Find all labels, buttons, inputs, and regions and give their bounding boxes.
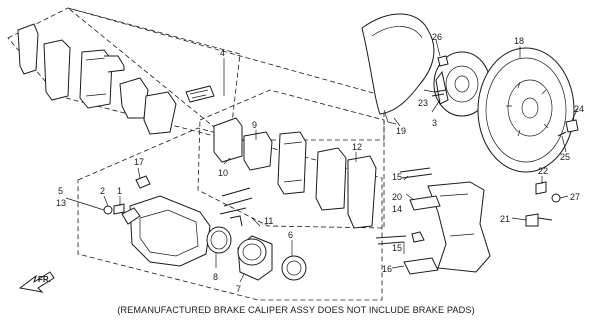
callout-25: 25 [560,152,570,162]
hub-bolts [431,55,449,97]
callout-19: 19 [396,126,406,136]
callout-10: 10 [218,168,228,178]
callout-24: 24 [574,104,584,114]
bleeder-screws [103,175,151,215]
group-box-inner-pads [197,89,385,229]
callout-2: 2 [100,186,105,196]
callout-15a: 15 [392,172,402,182]
callout-4: 4 [220,48,225,58]
callout-14: 14 [392,204,402,214]
brake-disc-18 [477,47,575,173]
callout-15b: 15 [392,243,402,253]
caliper-bracket-14 [427,181,491,273]
piston-7 [237,235,273,281]
front-direction-arrow [18,271,55,293]
brake-pad-set-middle [213,117,377,229]
callout-22: 22 [538,166,548,176]
callout-13: 13 [56,198,66,208]
callout-17: 17 [134,157,144,167]
group-box-caliper-5-13 [77,127,383,301]
front-direction-label: FR. [38,275,51,284]
callout-27: 27 [570,192,580,202]
callout-11: 11 [264,216,273,226]
callout-9: 9 [252,120,257,130]
splash-shield-19 [361,13,435,125]
callout-23: 23 [418,98,428,108]
callout-1: 1 [117,186,122,196]
slide-pins [375,167,433,245]
disc-screw-24-25 [557,119,579,137]
callout-21: 21 [500,214,510,224]
callout-18: 18 [514,36,524,46]
callout-3: 3 [432,118,437,128]
callout-5: 5 [58,186,63,196]
callout-20: 20 [392,192,402,202]
boot-6 [281,255,307,281]
callout-6: 6 [288,230,293,240]
callout-26: 26 [432,32,442,42]
callout-7: 7 [236,284,241,294]
bolts-21-22-27 [525,181,561,227]
wheel-hub-3 [433,51,491,117]
callout-numbers: 4 5 13 2 1 17 8 7 6 11 10 9 12 15 20 14 … [56,32,584,294]
diagram-caption: (REMANUFACTURED BRAKE CALIPER ASSY DOES … [117,305,475,315]
brake-pad-set-top [17,23,215,135]
callout-12: 12 [352,142,362,152]
callout-16: 16 [382,264,392,274]
piston-seal-8 [206,226,232,254]
callout-8: 8 [213,272,218,282]
leader-lines [65,39,579,283]
pad-shims-16-20 [403,195,441,275]
anti-rattle-clips [219,187,253,227]
caliper-body [121,195,211,267]
